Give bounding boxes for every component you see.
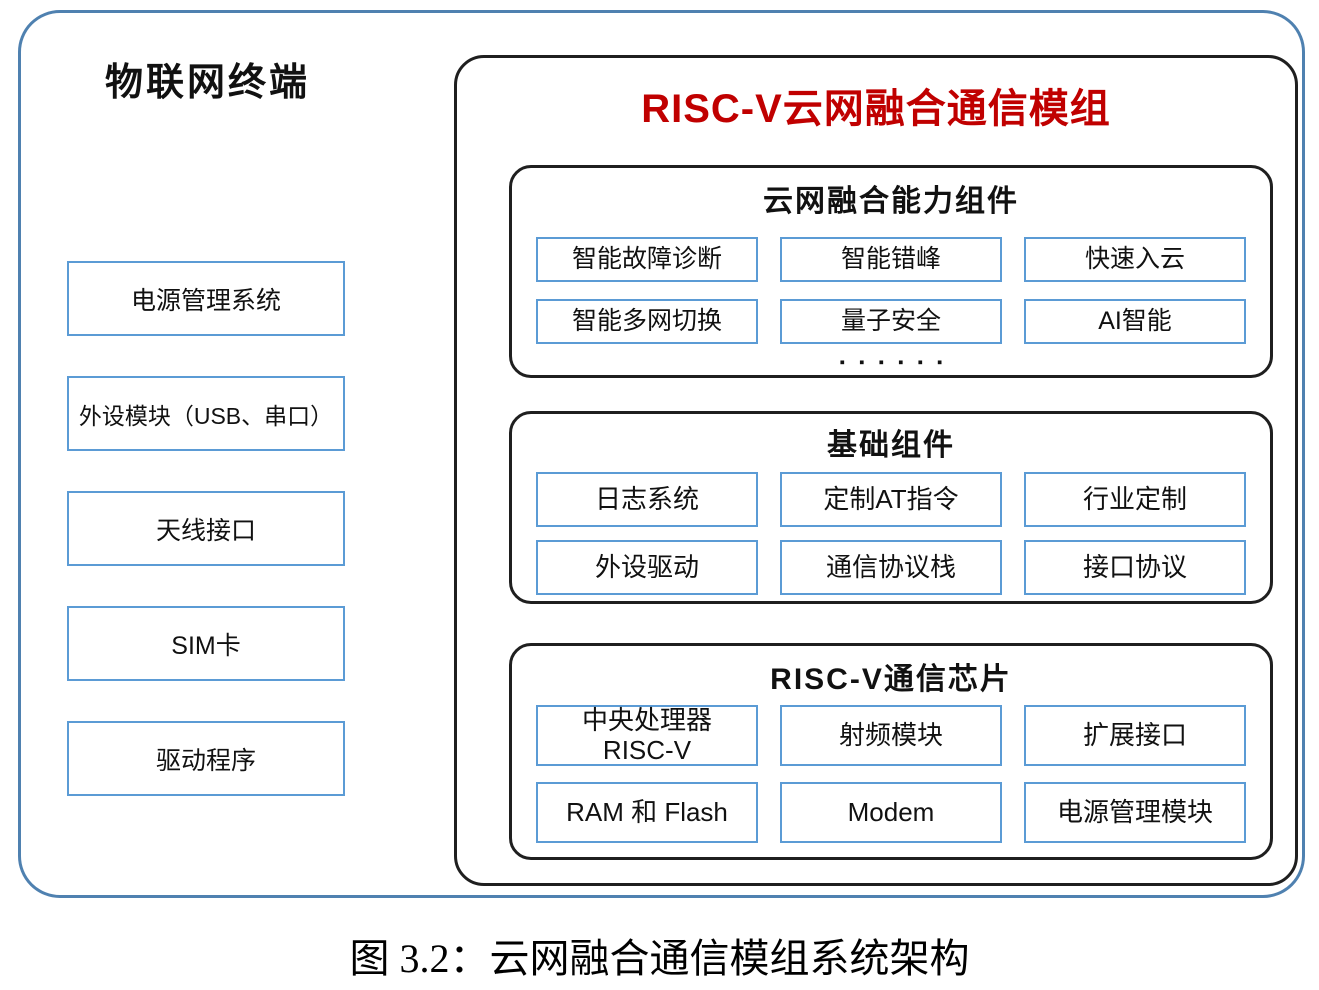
item-quantum-security: 量子安全 [780,299,1002,344]
iot-terminal-container: 物联网终端 电源管理系统 外设模块（USB、串口） 天线接口 SIM卡 驱动程序… [18,10,1305,898]
left-box-sim-card: SIM卡 [67,606,345,681]
left-box-power-management-system: 电源管理系统 [67,261,345,336]
section-basic-components-grid: 日志系统 定制AT指令 行业定制 外设驱动 通信协议栈 接口协议 [536,472,1246,595]
ellipsis-dots: ▪ ▪ ▪ ▪ ▪ ▪ [839,354,943,371]
left-box-antenna-interface: 天线接口 [67,491,345,566]
figure-caption: 图 3.2：云网融合通信模组系统架构 [349,936,970,981]
left-box-peripheral-module: 外设模块（USB、串口） [67,376,345,451]
section-cloud-network-capability-grid: 智能故障诊断 智能错峰 快速入云 智能多网切换 量子安全 AI智能 [536,237,1246,344]
riscv-module-title: RISC-V云网融合通信模组 [641,87,1111,131]
item-custom-at-commands: 定制AT指令 [780,472,1002,527]
section-cloud-network-capability-title: 云网融合能力组件 [763,185,1019,218]
item-rf-module: 射频模块 [780,705,1002,766]
item-intelligent-fault-diagnosis: 智能故障诊断 [536,237,758,282]
left-box-driver-program: 驱动程序 [67,721,345,796]
section-cloud-network-capability: 云网融合能力组件 智能故障诊断 智能错峰 快速入云 智能多网切换 量子安全 AI… [509,165,1273,378]
iot-terminal-title: 物联网终端 [105,62,311,104]
item-quick-cloud-access: 快速入云 [1024,237,1246,282]
item-peripheral-driver: 外设驱动 [536,540,758,595]
section-riscv-communication-chip: RISC-V通信芯片 中央处理器 RISC-V 射频模块 扩展接口 RAM 和 … [509,643,1273,860]
item-power-management-module: 电源管理模块 [1024,782,1246,843]
left-panel-stack: 电源管理系统 外设模块（USB、串口） 天线接口 SIM卡 驱动程序 [67,261,345,796]
item-industry-customization: 行业定制 [1024,472,1246,527]
item-communication-protocol-stack: 通信协议栈 [780,540,1002,595]
item-ai-intelligence: AI智能 [1024,299,1246,344]
item-intelligent-peak-shifting: 智能错峰 [780,237,1002,282]
item-expansion-interface: 扩展接口 [1024,705,1246,766]
section-basic-components-title: 基础组件 [827,429,955,462]
section-riscv-communication-chip-title: RISC-V通信芯片 [770,663,1012,696]
item-cpu-riscv: 中央处理器 RISC-V [536,705,758,766]
item-modem: Modem [780,782,1002,843]
item-interface-protocol: 接口协议 [1024,540,1246,595]
item-ram-and-flash: RAM 和 Flash [536,782,758,843]
item-intelligent-multi-network-switch: 智能多网切换 [536,299,758,344]
section-riscv-communication-chip-grid: 中央处理器 RISC-V 射频模块 扩展接口 RAM 和 Flash Modem… [536,705,1246,843]
item-log-system: 日志系统 [536,472,758,527]
section-basic-components: 基础组件 日志系统 定制AT指令 行业定制 外设驱动 通信协议栈 接口协议 [509,411,1273,604]
